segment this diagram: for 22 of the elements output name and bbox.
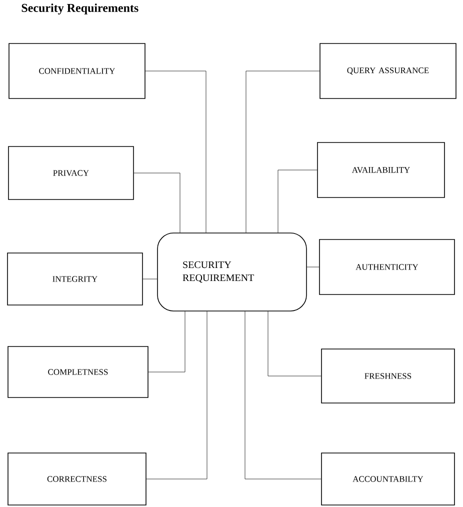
requirement-box: AVAILABILITY bbox=[317, 142, 445, 198]
title: Security Requirements bbox=[22, 4, 138, 14]
connector-line bbox=[268, 311, 322, 376]
connector-line bbox=[278, 170, 318, 233]
central-rounded-box: SECURITY REQUIREMENT bbox=[157, 232, 307, 312]
requirement-box: CONFIDENTIALITY bbox=[8, 43, 146, 99]
connector-line bbox=[244, 311, 322, 480]
requirement-box: COMPLETNESS bbox=[8, 346, 148, 398]
requirement-box: QUERY ASSURANCE bbox=[320, 43, 456, 99]
requirement-box: AUTHENTICITY bbox=[319, 239, 455, 295]
connector-line bbox=[146, 311, 208, 480]
connector-line bbox=[134, 172, 180, 233]
requirement-box: PRIVACY bbox=[8, 146, 134, 200]
connector-line bbox=[306, 266, 320, 268]
requirement-box: CORRECTNESS bbox=[8, 452, 146, 506]
connector-line bbox=[246, 70, 320, 233]
connector-line bbox=[148, 311, 186, 372]
connector-line bbox=[142, 278, 158, 280]
connector-line bbox=[145, 70, 206, 233]
requirement-box: FRESHNESS bbox=[321, 348, 455, 404]
requirement-box: INTEGRITY bbox=[7, 252, 143, 306]
requirement-box: ACCOUNTABILTY bbox=[321, 452, 455, 506]
